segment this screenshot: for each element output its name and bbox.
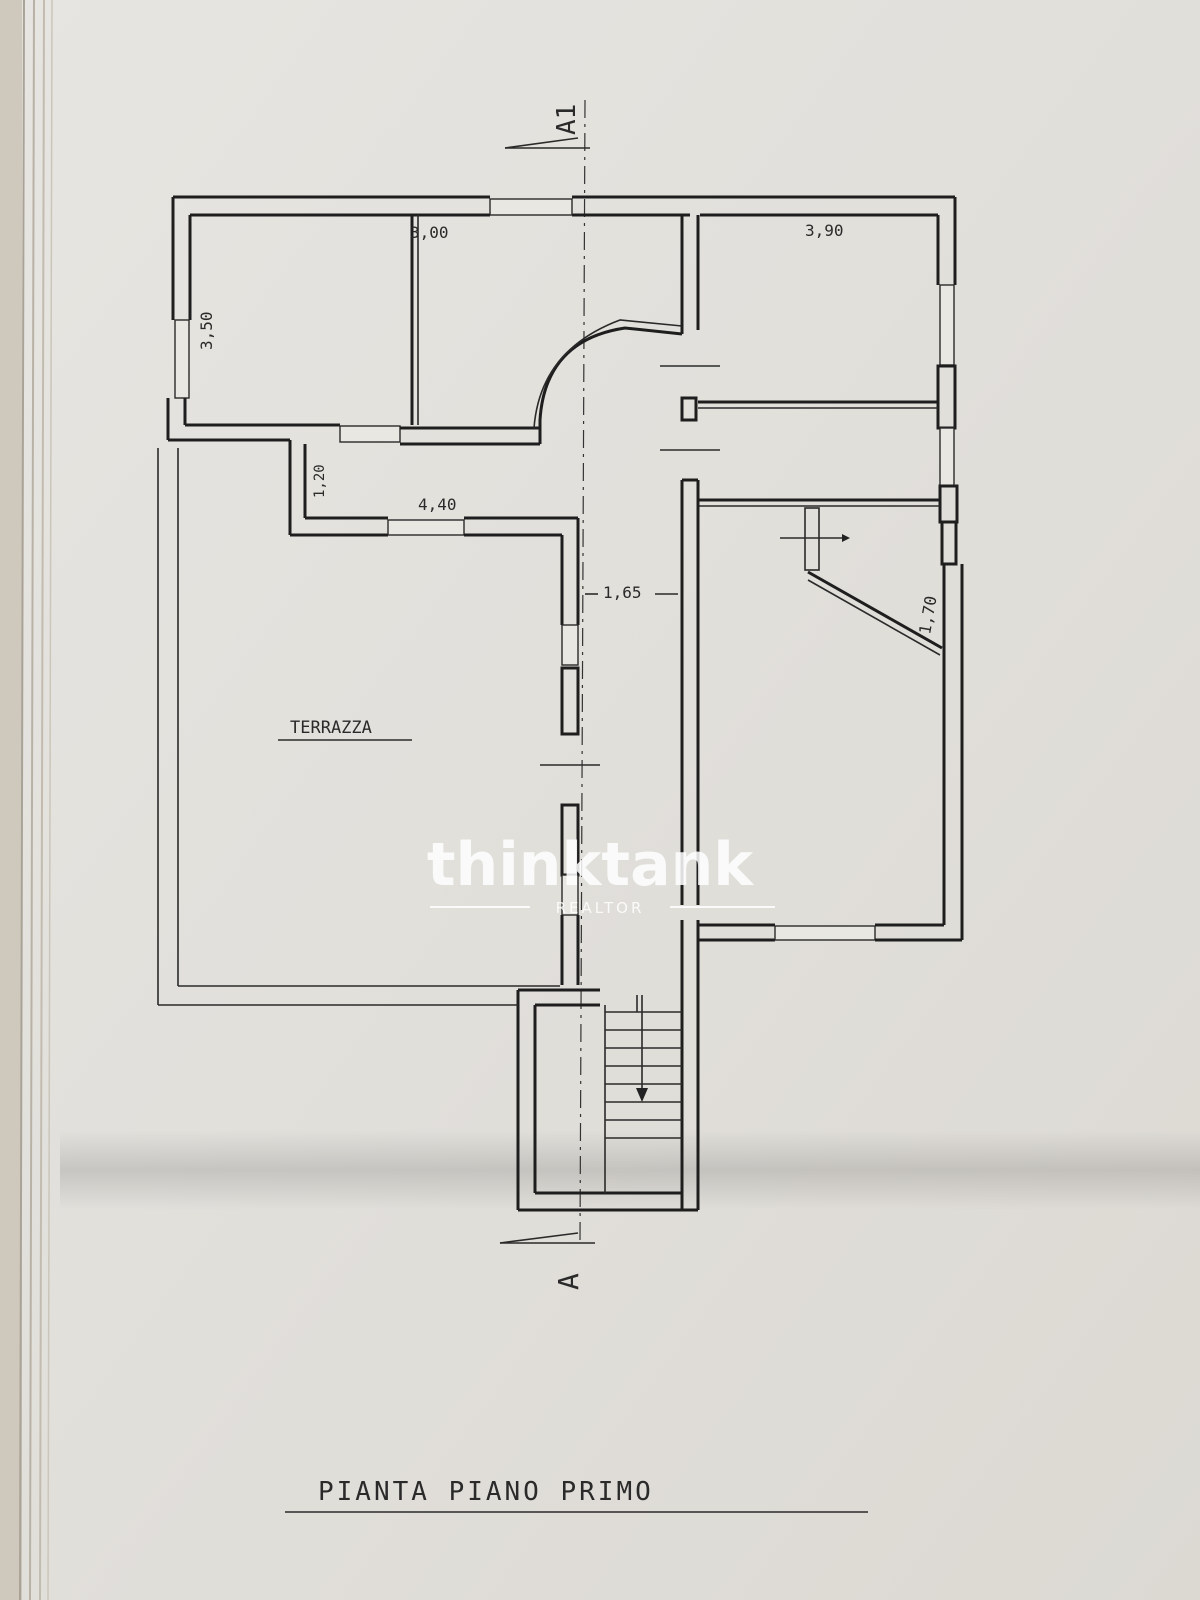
section-line xyxy=(499,99,595,1244)
dimensions: 3,50 3,00 3,90 1,20 4,40 1,65 1,70 xyxy=(197,221,941,636)
dim-hall-step: 1,20 xyxy=(312,464,328,498)
watermark-tagline: REALTOR xyxy=(556,899,645,917)
terrace-outline xyxy=(157,448,560,1006)
window-terrace xyxy=(387,519,465,536)
window-corridor-2 xyxy=(561,874,579,916)
section-mark-top: A1 xyxy=(552,104,582,135)
window-left xyxy=(174,319,190,399)
watermark-brand: thinktank xyxy=(427,830,755,900)
dim-terrace-wall: 4,40 xyxy=(418,495,457,514)
window-corridor-1 xyxy=(561,624,579,666)
photocopy-smudge xyxy=(60,1130,1200,1210)
window-right-2 xyxy=(939,427,955,487)
section-mark-bottom: A xyxy=(552,1273,585,1290)
room-label-terrace: TERRAZZA xyxy=(290,718,372,738)
dim-top-left-room: 3,50 xyxy=(197,311,216,350)
window-top xyxy=(489,198,573,216)
dim-top-middle-room: 3,00 xyxy=(410,223,449,242)
flue-detail xyxy=(780,507,943,656)
staircase xyxy=(605,995,682,1139)
sheet-edges xyxy=(0,0,53,1600)
door-hall xyxy=(339,425,401,443)
dim-corridor: 1,65 xyxy=(603,583,642,602)
walls xyxy=(166,195,964,1212)
watermark: thinktank REALTOR xyxy=(427,830,775,917)
dim-top-right-room: 3,90 xyxy=(805,221,844,240)
drawing-title: PIANTA PIANO PRIMO xyxy=(318,1477,654,1507)
window-right-1 xyxy=(939,284,955,366)
window-bottom-right xyxy=(774,925,876,941)
